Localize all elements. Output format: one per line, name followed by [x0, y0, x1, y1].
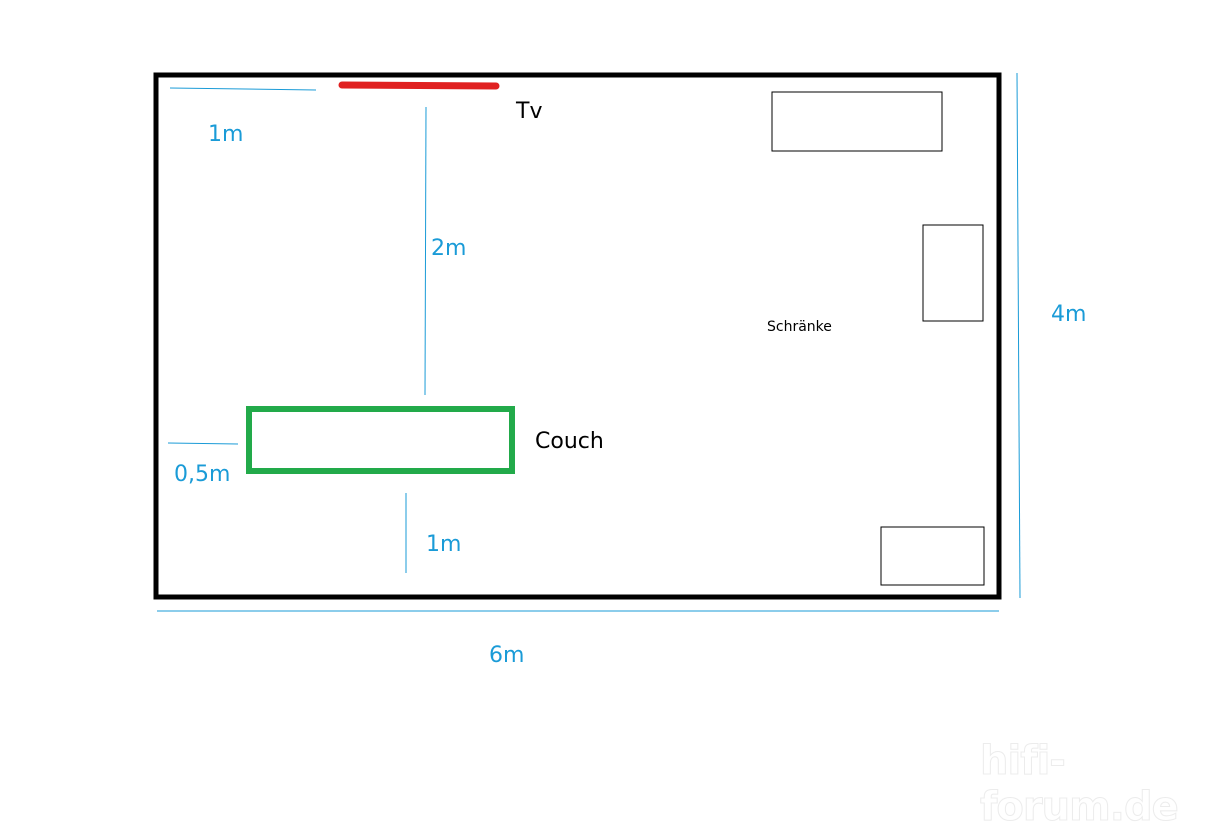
watermark: hifi-forum.de — [980, 738, 1180, 830]
cabinet-right — [922, 224, 984, 322]
cabinets-label: Schränke — [767, 319, 832, 335]
dim-line-tv-offset — [169, 87, 317, 91]
tv-shape — [338, 81, 500, 90]
cabinet-bottom — [880, 526, 985, 586]
cabinet-top — [771, 91, 943, 152]
tv-label: Tv — [516, 99, 543, 124]
tv-to-couch-label: 2m — [431, 236, 467, 261]
couch-shape — [246, 406, 515, 474]
couch-to-wall-label: 1m — [426, 532, 462, 557]
tv-offset-label: 1m — [208, 122, 244, 147]
dim-line-tv-couch — [424, 106, 427, 396]
dim-line-couch-offset — [167, 442, 239, 445]
dim-line-depth — [1016, 72, 1021, 599]
couch-offset-label: 0,5m — [174, 462, 231, 487]
room-width-label: 6m — [489, 643, 525, 668]
floor-plan — [153, 72, 1021, 612]
couch-label: Couch — [535, 429, 604, 454]
room-depth-label: 4m — [1051, 302, 1087, 327]
room-walls — [153, 72, 1002, 600]
